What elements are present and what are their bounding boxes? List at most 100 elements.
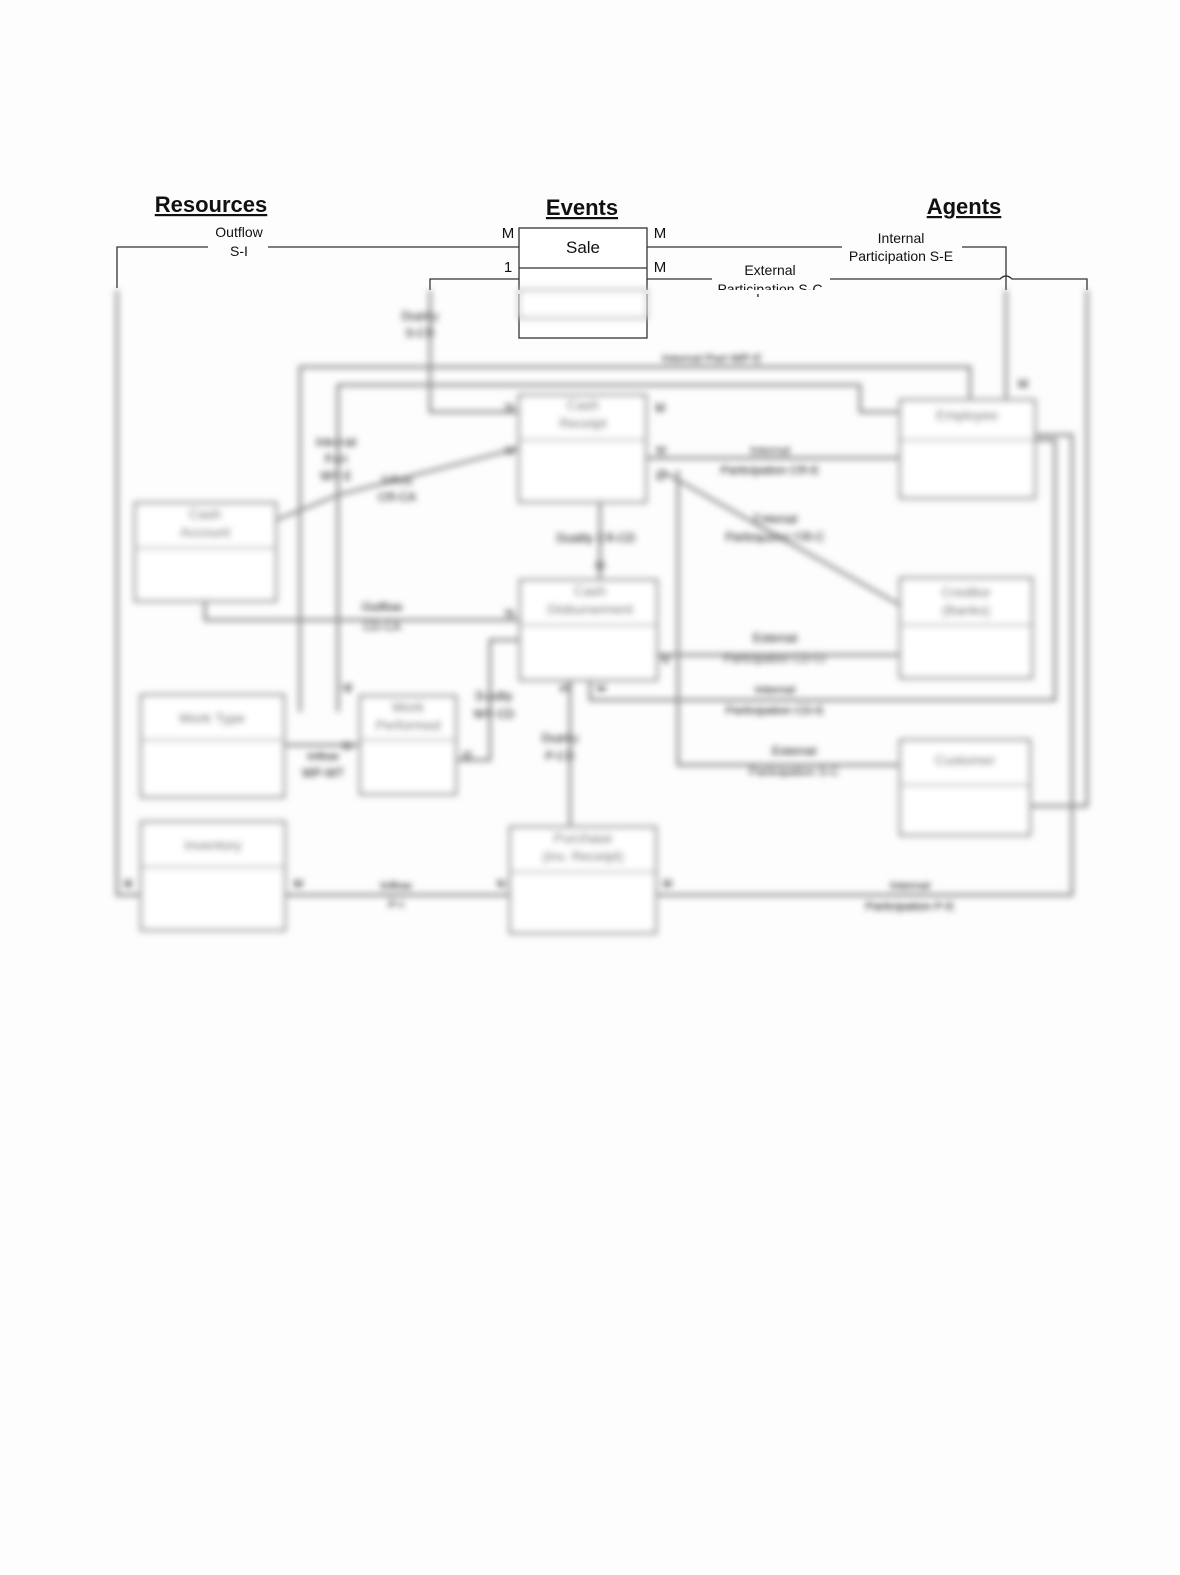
- cash-account-title-1: Cash: [189, 506, 222, 522]
- duality-s-cr-label-1: Duality: [402, 309, 439, 323]
- duality-s-cr-label-2: S-CR: [405, 326, 435, 340]
- internal-part-wp-e-left-label-2: Part: [325, 452, 348, 466]
- cash-receipt-entity: Cash Receipt: [517, 393, 648, 504]
- external-participation-cr-c-label-2: Participation CR-C: [725, 530, 825, 544]
- external-participation-cd-cr-label-1: External: [753, 631, 797, 645]
- duality-s-cr-line-continued: [428, 290, 519, 414]
- internal-participation-s-e-label-2: Participation S-E: [849, 248, 953, 264]
- creditor-entity: Creditor (Banks): [898, 576, 1034, 680]
- external-participation-s-c-lower-line: [676, 470, 900, 767]
- sale-entity-lower: [518, 289, 648, 319]
- card-inv-2: M: [293, 877, 303, 891]
- external-participation-cr-c-line: [659, 468, 901, 607]
- employee-title: Employee: [936, 407, 998, 423]
- purchase-title-1: Purchase: [553, 830, 612, 846]
- card-wp-2: M: [342, 739, 352, 753]
- inflow-wp-wt-label-1: Inflow: [307, 749, 339, 763]
- duality-wp-cd-line: [456, 638, 520, 762]
- sale-card-left-m: M: [502, 225, 515, 242]
- cash-disbursement-title-1: Cash: [574, 583, 607, 599]
- inflow-p-i-label-2: P-I: [388, 897, 403, 911]
- duality-cr-cd-label: Duality CR-CD: [557, 531, 636, 545]
- work-performed-entity: Work Performed: [358, 694, 458, 796]
- inflow-cr-ca-label-1: Inflow: [381, 473, 413, 487]
- agents-header: Agents: [927, 194, 1002, 219]
- purchase-entity: Purchase (inv. Receipt): [508, 825, 658, 935]
- creditor-title-1: Creditor: [941, 584, 991, 600]
- inflow-cr-ca-label-2: CR-CA: [378, 490, 416, 504]
- work-performed-title-1: Work: [392, 699, 425, 715]
- resources-header: Resources: [155, 192, 268, 217]
- work-type-title: Work Type: [179, 710, 246, 726]
- internal-part-wp-e-left-label-1: Internal: [316, 435, 356, 449]
- duality-wp-cd-label-2: WP-CD: [474, 707, 515, 721]
- internal-participation-cd-e-label-1: Internal: [755, 683, 795, 697]
- outflow-s-i-line-continued: [115, 290, 140, 897]
- internal-part-wp-e-left-label-3: WP-E: [320, 469, 351, 483]
- card-cd-4: M: [560, 681, 570, 695]
- internal-participation-cr-e-label-1: Internal: [750, 444, 790, 458]
- sale-card-right-m1: M: [654, 225, 667, 242]
- customer-title: Customer: [935, 752, 996, 768]
- card-wp-1: M: [342, 681, 352, 695]
- customer-entity: Customer: [898, 738, 1032, 837]
- cash-receipt-title-2: Receipt: [559, 415, 607, 431]
- card-cd-3: M: [660, 652, 670, 666]
- external-participation-s-c-continued: [1030, 290, 1089, 808]
- card-pur-1: M: [497, 877, 507, 891]
- inflow-wp-wt-label-2: WP-WT: [302, 766, 345, 780]
- duality-p-cd-label-1: Duality: [542, 731, 579, 745]
- work-type-entity: Work Type: [139, 693, 286, 799]
- internal-participation-cd-e-label-2: Participation CD-E: [726, 703, 825, 717]
- outflow-cd-ca-line: [203, 601, 520, 622]
- inflow-p-i-label-1: Inflow: [380, 879, 412, 893]
- internal-participation-cd-e-line: [588, 438, 1057, 702]
- outflow-s-i-line: [116, 246, 519, 288]
- card-cr-5: M: [656, 469, 666, 483]
- cash-account-entity: Cash Account: [133, 501, 278, 603]
- duality-wp-cd-label-1: Duality: [476, 689, 513, 703]
- internal-participation-p-e-label-2: Participation P-E: [865, 899, 954, 913]
- external-participation-s-c-label-1: External: [744, 262, 795, 278]
- inventory-title: Inventory: [184, 837, 242, 853]
- internal-part-wp-e-outer-line: [298, 365, 972, 712]
- purchase-title-2: (inv. Receipt): [542, 848, 623, 864]
- events-header: Events: [546, 195, 618, 220]
- inflow-cr-ca-line: [275, 446, 520, 522]
- card-cd-2: M: [595, 559, 605, 573]
- internal-participation-p-e-label-1: Internal: [890, 879, 930, 893]
- card-inv-1: M: [123, 877, 133, 891]
- internal-part-wp-e-top-label: Internal Part WP-E: [662, 352, 762, 366]
- employee-entity: Employee: [898, 398, 1037, 500]
- external-participation-cr-c-label-1: External: [753, 512, 797, 526]
- external-participation-s-c2-label-1: External: [772, 744, 816, 758]
- outflow-cd-ca-label-1: Outflow: [362, 600, 403, 614]
- sale-card-left-1: 1: [504, 259, 512, 276]
- creditor-title-2: (Banks): [942, 602, 990, 618]
- card-cr-1: M: [505, 401, 515, 415]
- sale-title: Sale: [566, 238, 600, 257]
- work-performed-title-2: Performed: [375, 717, 440, 733]
- external-participation-s-c-label-2: Participation S-C: [717, 281, 822, 297]
- card-cr-4: M: [656, 444, 666, 458]
- card-cd-5: M: [596, 681, 606, 695]
- card-wp-3: M: [462, 749, 472, 763]
- card-cd-1: M: [505, 607, 515, 621]
- external-participation-s-c2-label-2: Participation S-C: [749, 764, 839, 778]
- internal-participation-s-e-label-1: Internal: [878, 230, 925, 246]
- card-cr-3: M: [505, 444, 515, 458]
- sale-card-right-m2: M: [654, 259, 667, 276]
- cash-disbursement-title-2: Disbursement: [547, 601, 633, 617]
- internal-participation-cr-e-label-2: Participation CR-E: [721, 463, 820, 477]
- blurred-region: Cash Receipt Cash Disbursement Purchase …: [115, 289, 1089, 935]
- outflow-cd-ca-label-2: CD-CA: [363, 619, 401, 633]
- outflow-s-i-label-2: S-I: [230, 243, 248, 259]
- duality-s-cr-line-top: [429, 278, 519, 290]
- cash-receipt-title-1: Cash: [567, 397, 600, 413]
- card-cr-2: M: [655, 401, 665, 415]
- external-participation-cd-cr-label-2: Participation CD-Cr: [723, 651, 826, 665]
- duality-p-cd-label-2: P-CD: [545, 749, 575, 763]
- inventory-entity: Inventory: [139, 820, 287, 932]
